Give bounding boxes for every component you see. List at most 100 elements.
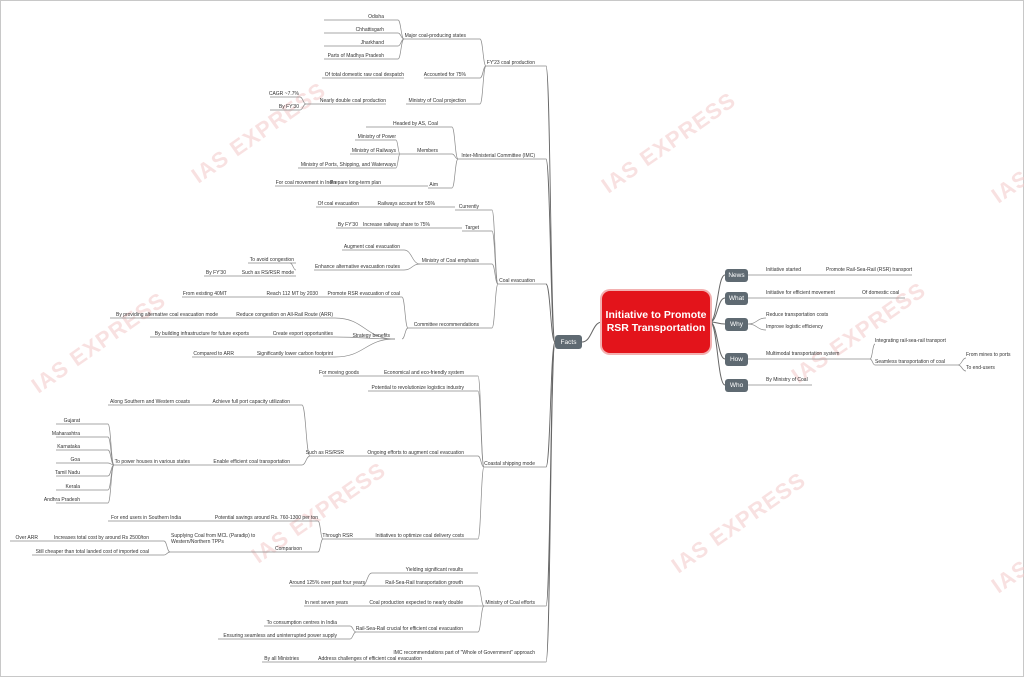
node-text[interactable]: Rail-Sea-Rail transportation growth — [385, 580, 463, 586]
node-text[interactable]: CAGR ~7.7% — [268, 91, 299, 97]
node-text[interactable]: Ministry of Railways — [351, 148, 396, 154]
node-text[interactable]: By FY'30 — [278, 104, 299, 110]
branch-what[interactable]: What — [725, 292, 748, 305]
node-text[interactable]: Initiative for efficient movement — [766, 290, 835, 296]
node-text[interactable]: By building infrastructure for future ex… — [154, 331, 249, 337]
branch-news[interactable]: News — [725, 269, 748, 282]
node-text[interactable]: Of coal evacuation — [317, 201, 359, 207]
node-text[interactable]: Members — [417, 148, 438, 154]
node-text[interactable]: Initiatives to optimize coal delivery co… — [375, 533, 464, 539]
branch-who[interactable]: Who — [725, 379, 748, 392]
node-text[interactable]: Create export opportunities — [272, 331, 333, 337]
node-text[interactable]: Compared to ARR — [193, 351, 234, 357]
node-text[interactable]: Coastal shipping mode — [484, 461, 535, 467]
branch-how[interactable]: How — [725, 353, 748, 366]
node-text[interactable]: By FY'30 — [205, 270, 226, 276]
node-text[interactable]: Achieve full port capacity utilization — [212, 399, 290, 405]
node-text[interactable]: By FY'30 — [337, 222, 358, 228]
node-text[interactable]: Yielding significant results — [405, 567, 463, 573]
node-text[interactable]: To power houses in various states — [114, 459, 190, 465]
node-text[interactable]: Headed by AS, Coal — [392, 121, 438, 127]
node-text[interactable]: Improve logistic efficiency — [766, 324, 823, 330]
node-text[interactable]: Enhance alternative evacuation routes — [314, 264, 400, 270]
node-text[interactable]: Reach 112 MT by 2030 — [266, 291, 318, 297]
node-text[interactable]: Prepare long-term plan — [329, 180, 381, 186]
node-text[interactable]: Aim — [429, 182, 438, 188]
node-text[interactable]: Ministry of Ports, Shipping, and Waterwa… — [300, 162, 396, 168]
node-text[interactable]: Railways account for 55% — [377, 201, 435, 207]
node-text[interactable]: Of total domestic raw coal despatch — [324, 72, 404, 78]
node-text[interactable]: Accounted for 75% — [423, 72, 466, 78]
node-text[interactable]: By providing alternative coal evacuation… — [115, 312, 218, 318]
node-text[interactable]: Integrating rail-sea-rail transport — [875, 338, 946, 344]
node-text[interactable]: By all Ministries — [264, 656, 299, 662]
node-text[interactable]: Gujarat — [63, 418, 80, 424]
node-text[interactable]: Enable efficient coal transportation — [213, 459, 290, 465]
node-text[interactable]: Such as RS/RSR — [305, 450, 344, 456]
node-text[interactable]: Karnataka — [57, 444, 80, 450]
node-text[interactable]: Still cheaper than total landed cost of … — [35, 549, 149, 555]
node-text[interactable]: Ongoing efforts to augment coal evacuati… — [367, 450, 464, 456]
node-text[interactable]: Around 125% over past four years — [289, 580, 365, 586]
node-text[interactable]: For end users in Southern India — [110, 515, 181, 521]
node-text[interactable]: Increase railway share to 75% — [363, 222, 430, 228]
node-text[interactable]: Potential savings around Rs. 760-1300 pe… — [214, 515, 318, 521]
node-text[interactable]: Over ARR — [15, 535, 38, 541]
node-text[interactable]: Promote Rail-Sea-Rail (RSR) transport — [826, 267, 913, 273]
node-text[interactable]: From mines to ports — [966, 352, 1011, 358]
central-topic[interactable]: Initiative to Promote RSR Transportation — [602, 291, 710, 353]
node-text[interactable]: Supplying Coal from MCL (Paradip) to Wes… — [171, 533, 256, 545]
node-text[interactable]: Kerala — [65, 484, 80, 490]
node-text[interactable]: Odisha — [368, 14, 384, 20]
node-text[interactable]: From existing 40MT — [182, 291, 227, 297]
node-text[interactable]: Nearly double coal production — [319, 98, 386, 104]
node-text[interactable]: For coal movement in India — [275, 180, 336, 186]
node-text[interactable]: Ministry of Coal projection — [408, 98, 466, 104]
node-text[interactable]: Strategy benefits — [352, 333, 390, 339]
node-text[interactable]: Ministry of Coal emphasis — [421, 258, 479, 264]
node-text[interactable]: Reduce congestion on All-Rail Route (ARR… — [236, 312, 333, 318]
node-text[interactable]: Chhattisgarh — [355, 27, 384, 33]
node-text[interactable]: To avoid congestion — [249, 257, 294, 263]
branch-facts[interactable]: Facts — [555, 335, 582, 349]
node-text[interactable]: In next seven years — [304, 600, 348, 606]
node-text[interactable]: Of domestic coal — [862, 290, 900, 296]
node-text[interactable]: Increases total cost by around Rs 2500/t… — [53, 535, 149, 541]
node-text[interactable]: Ministry of Coal efforts — [485, 600, 535, 606]
node-text[interactable]: Economical and eco-friendly system — [383, 370, 464, 376]
node-text[interactable]: Seamless transportation of coal — [875, 359, 946, 365]
node-text[interactable]: Coal evacuation — [499, 278, 535, 284]
node-text[interactable]: Target — [465, 225, 479, 231]
node-text[interactable]: Through RSR — [322, 533, 353, 539]
node-text[interactable]: Currently — [458, 204, 479, 210]
node-text[interactable]: To end-users — [966, 365, 995, 371]
node-text[interactable]: To consumption centres in India — [266, 620, 337, 626]
node-text[interactable]: Major coal-producing states — [404, 33, 466, 39]
node-text[interactable]: Address challenges of efficient coal eva… — [318, 656, 422, 662]
node-text[interactable]: Augment coal evacuation — [343, 244, 400, 250]
node-text[interactable]: Rail-Sea-Rail crucial for efficient coal… — [355, 626, 463, 632]
node-text[interactable]: Promote RSR evacuation of coal — [327, 291, 400, 297]
node-text[interactable]: Parts of Madhya Pradesh — [327, 53, 384, 59]
node-text[interactable]: IMC recommendations part of "Whole of Go… — [393, 650, 535, 656]
node-text[interactable]: Such as RS/RSR mode — [241, 270, 294, 276]
node-text[interactable]: Comparison — [275, 546, 302, 552]
node-text[interactable]: Inter-Ministerial Committee (IMC) — [461, 153, 535, 159]
node-text[interactable]: Initiative started — [766, 267, 802, 273]
node-text[interactable]: Along Southern and Western coasts — [110, 399, 190, 405]
node-text[interactable]: Tamil Nadu — [54, 470, 80, 476]
node-text[interactable]: FY'23 coal production — [486, 60, 535, 66]
branch-why[interactable]: Why — [725, 318, 748, 331]
node-text[interactable]: Potential to revolutionize logistics ind… — [371, 385, 464, 391]
node-text[interactable]: By Ministry of Coal — [766, 377, 808, 383]
node-text[interactable]: Maharashtra — [51, 431, 80, 437]
node-text[interactable]: Ministry of Power — [357, 134, 396, 140]
node-text[interactable]: Andhra Pradesh — [43, 497, 80, 503]
node-text[interactable]: Ensuring seamless and uninterrupted powe… — [223, 633, 337, 639]
node-text[interactable]: Multimodal transportation system — [766, 351, 840, 357]
node-text[interactable]: Committee recommendations — [413, 322, 479, 328]
node-text[interactable]: Jharkhand — [360, 40, 384, 46]
node-text[interactable]: Reduce transportation costs — [766, 312, 829, 318]
node-text[interactable]: For moving goods — [318, 370, 359, 376]
node-text[interactable]: Coal production expected to nearly doubl… — [369, 600, 463, 606]
